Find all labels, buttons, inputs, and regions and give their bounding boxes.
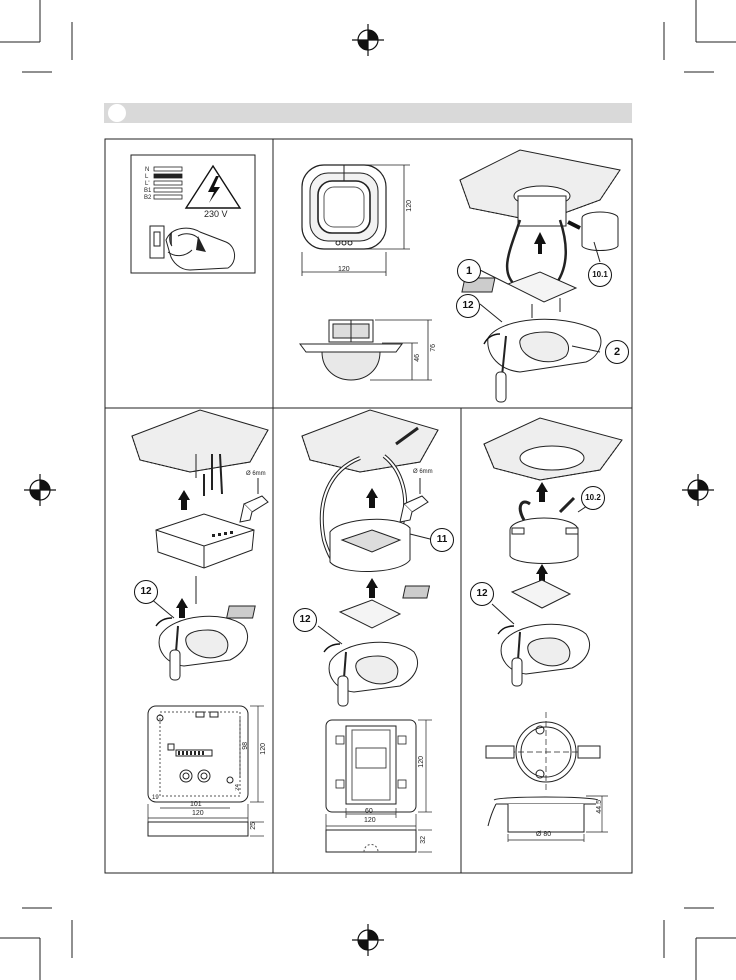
flush-dim-diameter-80: Ø 80 — [536, 831, 551, 839]
wire-label-b2: B2 — [144, 194, 151, 202]
drill-diameter-b: Ø 6mm — [413, 468, 433, 476]
base-dim-120-h: 120 — [192, 810, 204, 818]
base-dim-24: 24 — [234, 784, 242, 791]
base-dim-98: 98 — [242, 742, 250, 750]
base-dim-101: 101 — [190, 801, 202, 809]
box-dim-120-h: 120 — [364, 817, 376, 825]
dim-height-76: 76 — [430, 344, 438, 352]
base-dim-25: 25 — [250, 822, 258, 830]
section-header-bar — [104, 103, 632, 123]
section-number-badge — [108, 104, 126, 122]
box-dim-60: 60 — [365, 808, 373, 816]
callout-2: 2 — [605, 340, 629, 364]
drill-diameter-a: Ø 6mm — [246, 470, 266, 478]
callout-10-1: 10.1 — [588, 263, 612, 287]
dim-depth-46: 46 — [414, 354, 422, 362]
callout-12-b: 12 — [134, 580, 158, 604]
dim-width-120: 120 — [338, 266, 350, 274]
callout-12-c: 12 — [293, 608, 317, 632]
box-dim-32: 32 — [420, 836, 428, 844]
callout-12-a: 12 — [456, 294, 480, 318]
dim-height-120: 120 — [406, 200, 414, 212]
base-dim-19: 19 — [152, 794, 159, 802]
callout-12-d: 12 — [470, 582, 494, 606]
callout-11: 11 — [430, 528, 454, 552]
callout-1: 1 — [457, 259, 481, 283]
base-dim-120-v: 120 — [260, 743, 268, 755]
callout-10-2: 10.2 — [581, 486, 605, 510]
flush-dim-44-5: 44.5 — [596, 800, 604, 814]
box-dim-120-v: 120 — [418, 756, 426, 768]
voltage-label: 230 V — [204, 209, 228, 219]
